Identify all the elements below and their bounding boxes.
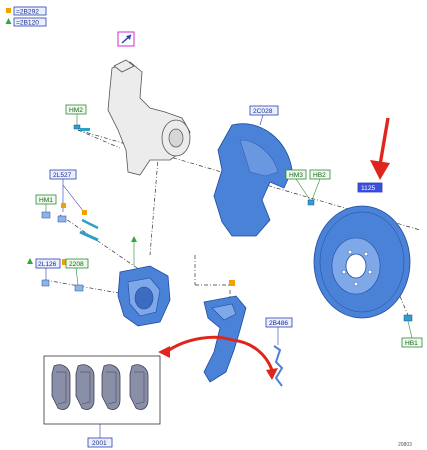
brake-pad — [129, 364, 149, 410]
brake-pads-set: 2001 — [43, 355, 161, 448]
wear-sensor: 2B486 — [265, 317, 293, 387]
hb1-label: HB1 — [405, 340, 418, 347]
caliper-bracket — [203, 280, 247, 383]
hm3-hb2-group: HM3 HB2 — [285, 169, 331, 206]
disc-label: 1125 — [361, 185, 376, 192]
bleeder-cap — [41, 279, 50, 287]
bleeder-screw — [74, 284, 84, 292]
steering-knuckle — [107, 59, 191, 176]
red-arrow-icon — [370, 117, 390, 180]
screw — [307, 199, 315, 206]
pads-label: 2001 — [92, 440, 107, 447]
pointer-arrow-icon — [121, 34, 132, 44]
curved-arrow-icon — [158, 335, 278, 380]
brake-pad — [75, 364, 95, 410]
s2208-label: 2208 — [69, 261, 84, 268]
dust-shield: 2C028 — [213, 105, 293, 237]
brake-disc: 1125 — [313, 182, 411, 319]
brake-caliper — [117, 236, 171, 327]
guide-pin — [81, 218, 99, 230]
legend-triangle-label: =2B120 — [16, 20, 39, 27]
bolt — [57, 215, 67, 223]
legend: =2B292 =2B120 — [5, 6, 47, 27]
reference-code: 20803 — [398, 442, 412, 448]
b486-label: 2B486 — [269, 320, 288, 327]
l126-label: 2L126 — [38, 261, 57, 268]
pointer-indicator — [117, 31, 135, 47]
caliper-bolts-group: 2L527 HM1 — [35, 169, 99, 242]
l527-label: 2L527 — [53, 172, 72, 179]
brake-pad — [101, 364, 121, 410]
bolt — [41, 211, 51, 219]
bolt — [403, 314, 413, 322]
hm1-label: HM1 — [39, 197, 53, 204]
bleeder-group: 2L126 2208 — [27, 258, 89, 292]
bolt — [80, 128, 90, 131]
triangle-marker-icon — [131, 236, 137, 242]
bolt — [73, 124, 81, 130]
legend-square-label: =2B292 — [16, 9, 39, 16]
square-marker-icon — [6, 8, 11, 13]
hb1-group: HB1 — [401, 314, 423, 348]
square-marker-icon — [229, 280, 235, 286]
shield-label: 2C028 — [253, 108, 273, 115]
square-marker-icon — [62, 259, 68, 265]
guide-pin — [79, 230, 99, 242]
triangle-marker-icon — [5, 18, 12, 24]
hm2-label: HM2 — [69, 107, 83, 114]
hm3-label: HM3 — [289, 172, 303, 179]
triangle-marker-icon — [27, 258, 33, 264]
hm2-group: HM2 — [65, 104, 90, 131]
hb2-label: HB2 — [313, 172, 326, 179]
brake-pad — [51, 364, 71, 410]
